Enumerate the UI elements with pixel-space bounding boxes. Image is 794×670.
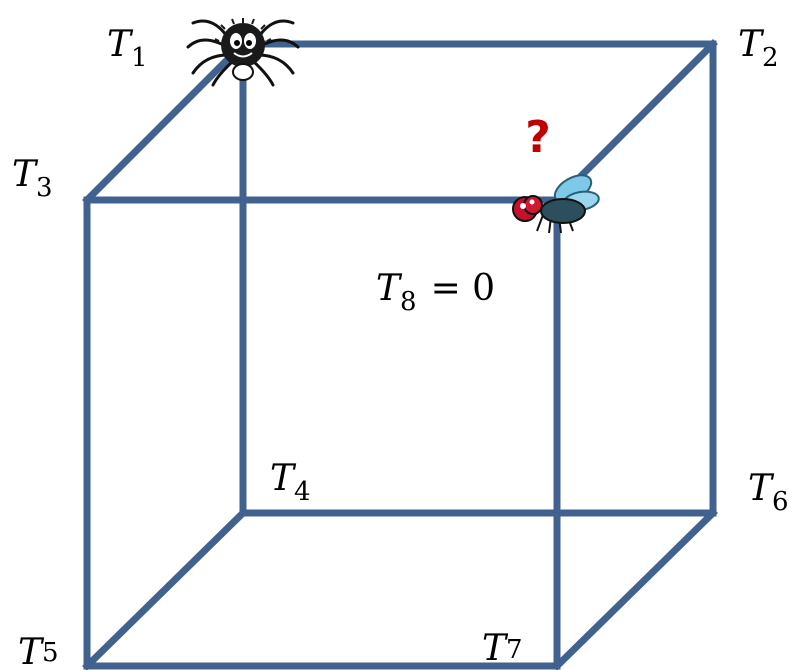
edge-t2-t8 — [552, 39, 718, 205]
label-t7: T7 — [482, 628, 523, 669]
label-t6: T6 — [748, 468, 789, 517]
label-t3: T3 — [12, 154, 53, 203]
label-t8: T8= 0 — [376, 268, 495, 317]
label-t1: T1 — [107, 24, 148, 73]
label-t4: T4 — [270, 458, 311, 507]
label-t5: T5 — [18, 632, 59, 670]
edge-t4-t5 — [82, 508, 248, 670]
spider-icon — [186, 18, 300, 87]
fly-icon — [512, 174, 600, 234]
question-mark: ? — [525, 112, 551, 163]
label-t2: T2 — [738, 24, 779, 73]
edge-t1-t3 — [82, 39, 248, 205]
edge-t6-t7 — [552, 508, 718, 670]
cube-edges — [82, 39, 718, 670]
